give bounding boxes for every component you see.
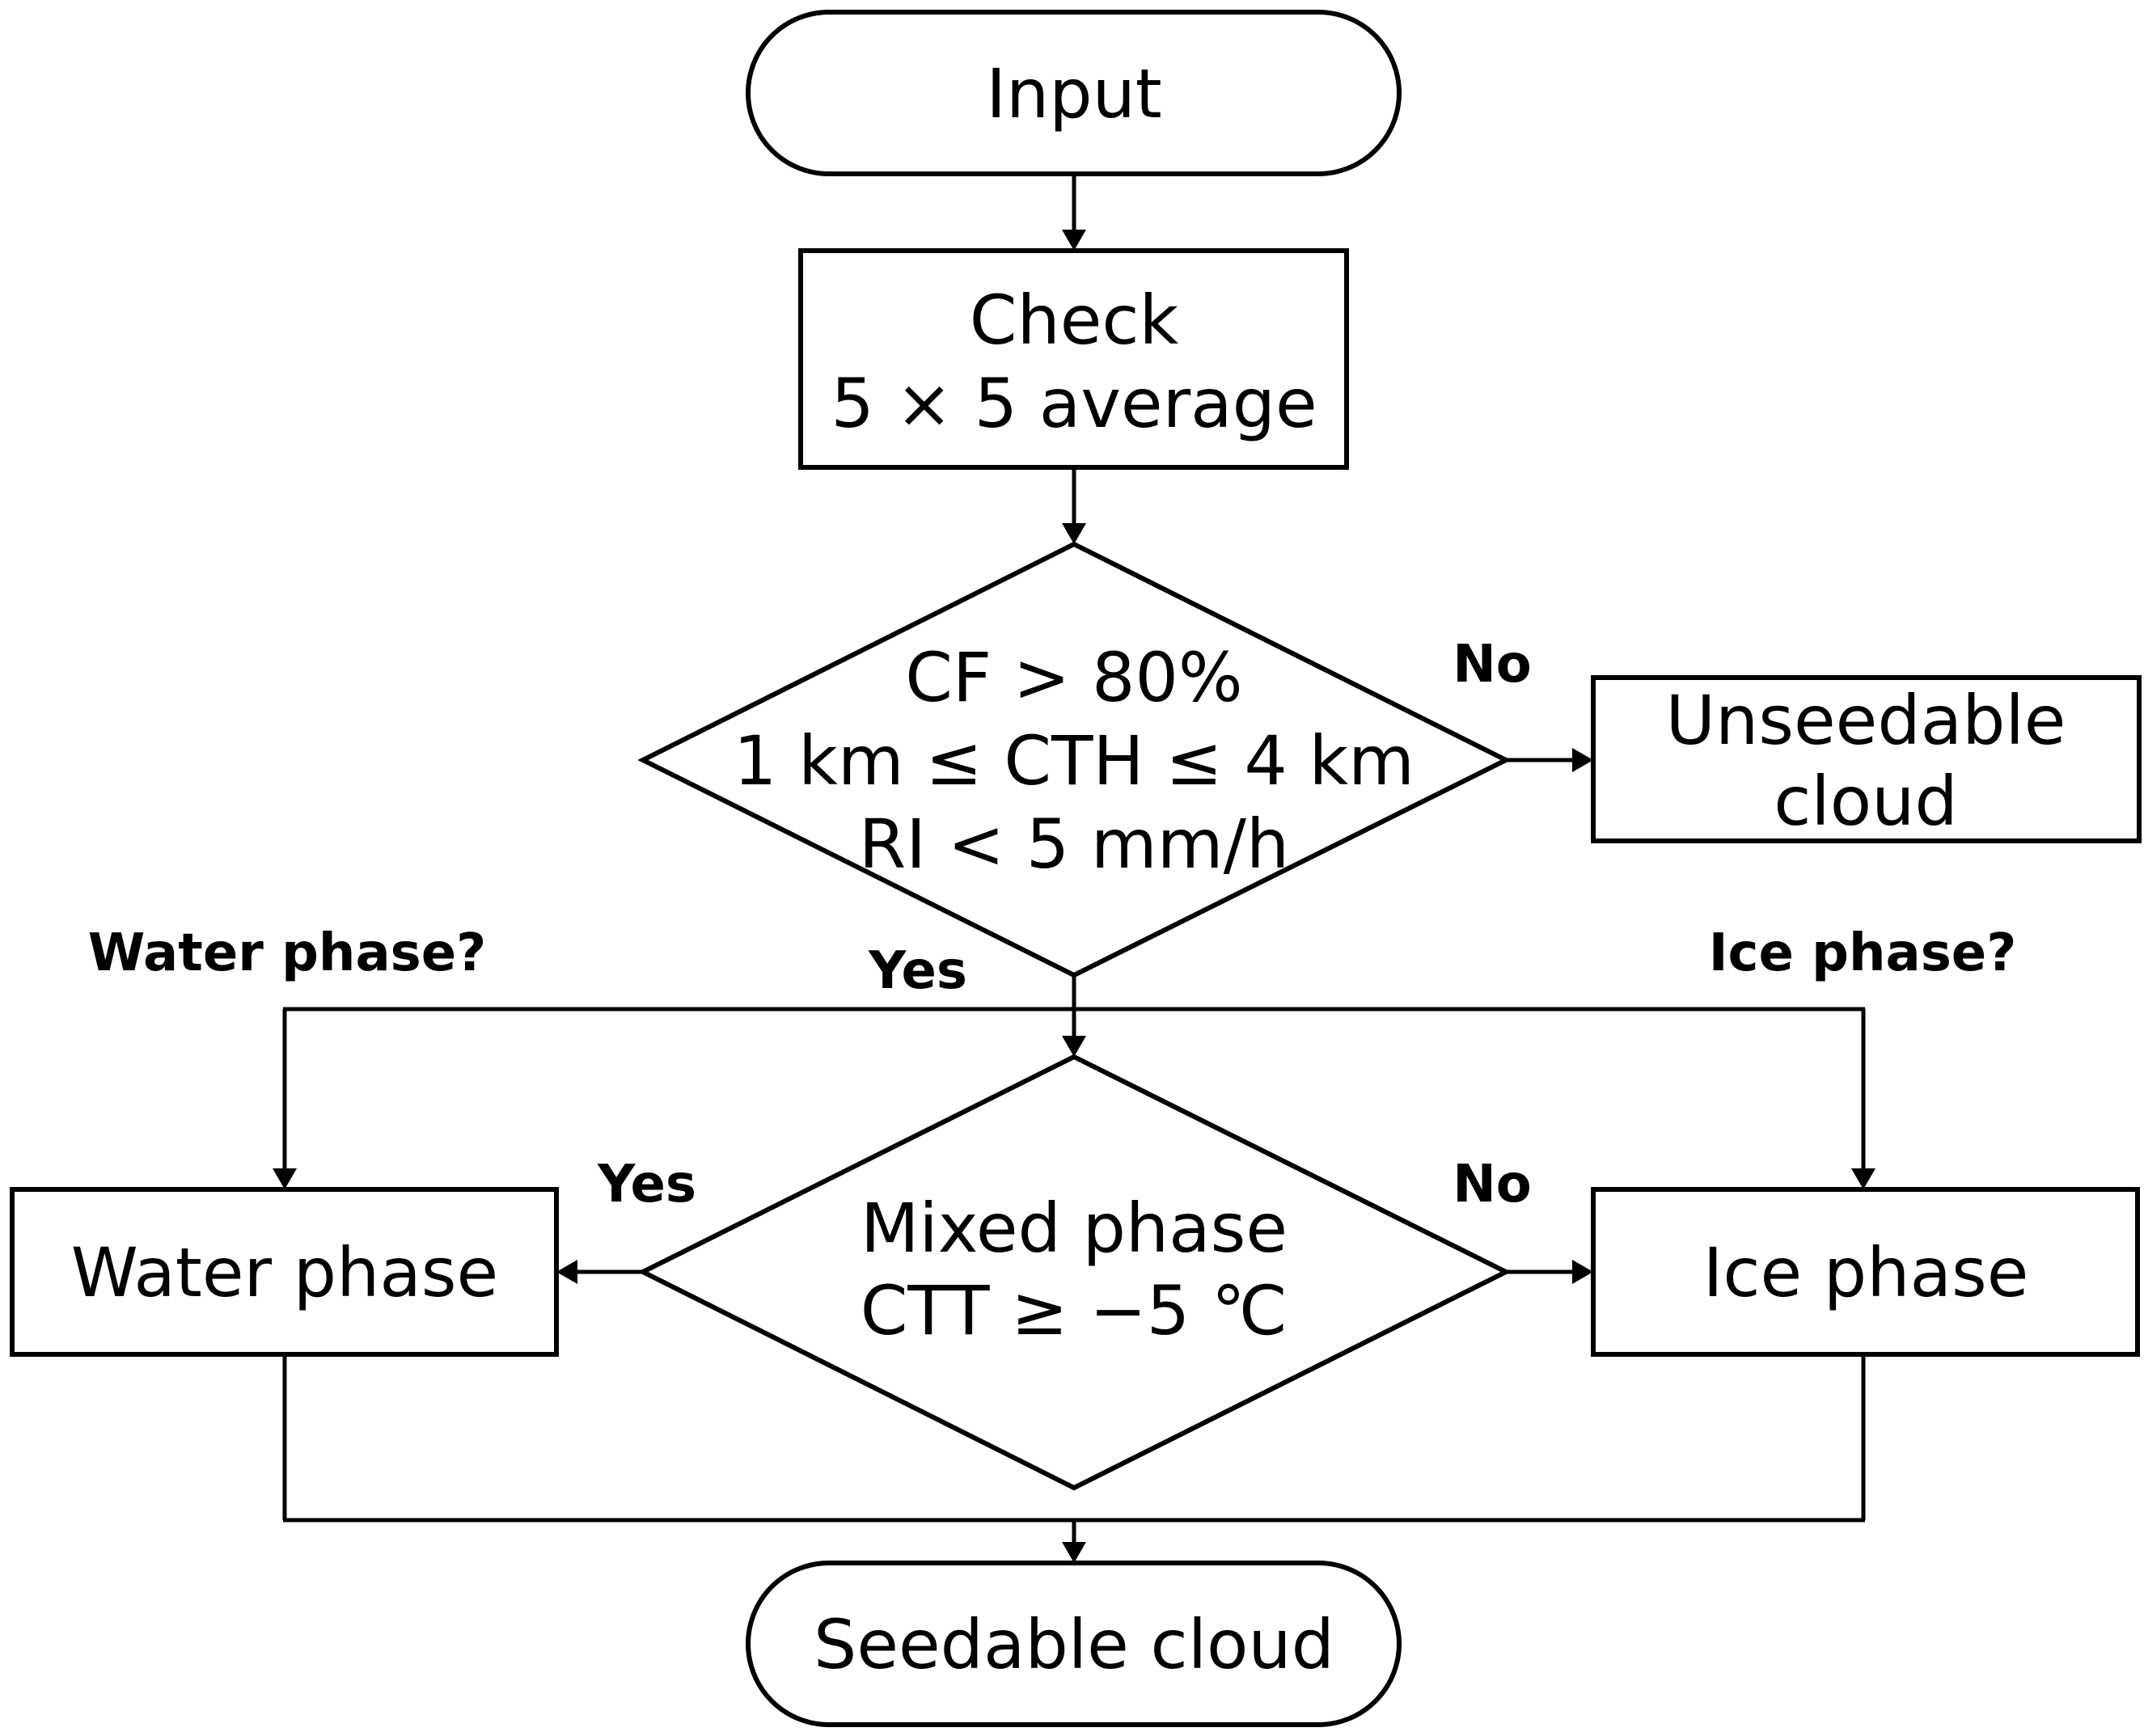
water-phase-question-label: Water phase? bbox=[88, 923, 487, 983]
arrowhead-ice-side bbox=[1572, 1260, 1593, 1284]
mixed-decision-diamond bbox=[637, 1054, 1512, 1491]
node-mixed: Mixed phase CTT ≥ −5 ℃ bbox=[637, 1054, 1512, 1491]
arrowhead-unseedable bbox=[1572, 748, 1593, 772]
water-phase-box bbox=[10, 1187, 559, 1357]
criteria-decision-diamond bbox=[637, 541, 1512, 978]
check-label-line-2: 5 × 5 average bbox=[831, 364, 1317, 443]
criteria-no-label: No bbox=[1453, 635, 1532, 695]
criteria-yes-label: Yes bbox=[868, 941, 967, 1001]
arrowhead-water-side bbox=[556, 1260, 577, 1284]
input-label: Input bbox=[986, 54, 1162, 133]
mixed-label-line-2: CTT ≥ −5 ℃ bbox=[861, 1271, 1288, 1350]
ice-phase-box bbox=[1591, 1187, 2140, 1357]
ice-phase-label: Ice phase bbox=[1703, 1233, 2029, 1312]
check-process-box bbox=[798, 248, 1349, 470]
criteria-label-line-1: CF > 80% bbox=[905, 638, 1242, 717]
seedable-terminator bbox=[746, 1561, 1402, 1727]
connectors bbox=[273, 174, 1875, 1563]
node-unseedable: Unseedable cloud bbox=[1591, 675, 2142, 843]
node-criteria: CF > 80% 1 km ≤ CTH ≤ 4 km RI < 5 mm/h bbox=[637, 541, 1512, 978]
unseedable-label-line-2: cloud bbox=[1774, 762, 1957, 841]
edge-labels: No Yes Water phase? Ice phase? Yes No bbox=[88, 635, 2017, 1214]
arrowhead-check bbox=[1062, 230, 1086, 251]
arrowhead-ice-top bbox=[1851, 1168, 1875, 1189]
mixed-no-label: No bbox=[1453, 1155, 1532, 1214]
input-terminator bbox=[746, 10, 1402, 176]
check-label-line-1: Check bbox=[970, 281, 1179, 360]
mixed-label-line-1: Mixed phase bbox=[861, 1189, 1288, 1268]
node-seedable: Seedable cloud bbox=[746, 1561, 1402, 1727]
node-water: Water phase bbox=[10, 1187, 559, 1357]
arrowhead-seedable bbox=[1062, 1542, 1086, 1563]
node-input: Input bbox=[746, 10, 1402, 176]
node-check: Check 5 × 5 average bbox=[798, 248, 1349, 470]
water-phase-label: Water phase bbox=[71, 1233, 499, 1312]
criteria-label-line-3: RI < 5 mm/h bbox=[859, 805, 1289, 884]
seedable-label: Seedable cloud bbox=[814, 1605, 1334, 1684]
arrowhead-criteria bbox=[1062, 523, 1086, 544]
mixed-yes-label: Yes bbox=[597, 1155, 696, 1214]
criteria-label-line-2: 1 km ≤ CTH ≤ 4 km bbox=[734, 721, 1415, 800]
ice-phase-question-label: Ice phase? bbox=[1709, 923, 2017, 983]
unseedable-label-line-1: Unseedable bbox=[1666, 681, 2066, 760]
arrowhead-mixed bbox=[1062, 1036, 1086, 1057]
node-ice: Ice phase bbox=[1591, 1187, 2140, 1357]
unseedable-box bbox=[1591, 675, 2142, 843]
arrowhead-water-top bbox=[273, 1168, 297, 1189]
